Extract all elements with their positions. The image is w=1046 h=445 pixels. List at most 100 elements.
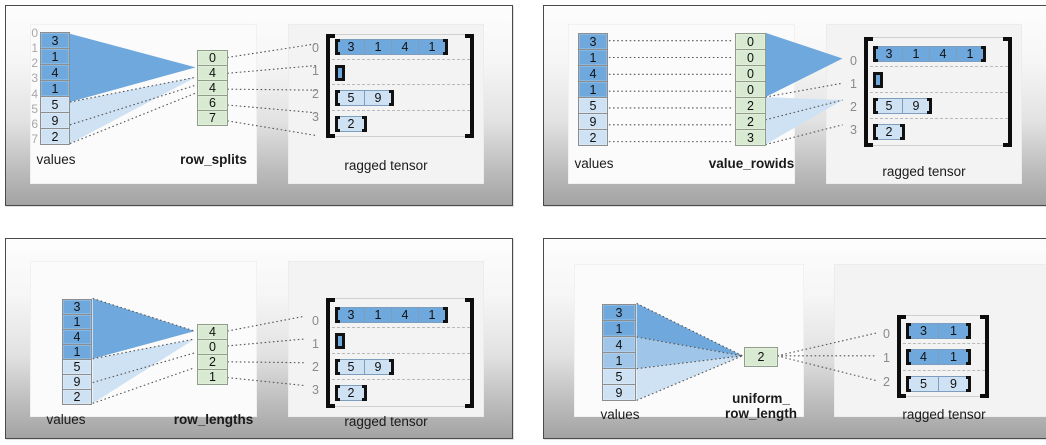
tensor-cell: 2: [337, 116, 365, 132]
value-rowids-cell: 0: [735, 81, 766, 98]
panel-value-rowids: 3 1 4 1 5 9 2 0 0 0 0 2 2 3 values value…: [543, 5, 1046, 206]
row-index-label: 2: [312, 359, 319, 374]
outer-bracket-left: [326, 298, 335, 408]
row-index-label: 1: [883, 351, 890, 365]
value-cell: 4: [578, 65, 608, 82]
values-label: values: [574, 156, 614, 171]
tensor-cell: 4: [929, 46, 957, 62]
row-index-label: 2: [312, 86, 319, 101]
uniform-row-length-label: uniform_ row_length: [724, 391, 797, 422]
value-cell: 1: [40, 48, 70, 65]
value-rowids-label: value_rowids: [708, 156, 795, 171]
row-splits-cell: 0: [197, 50, 228, 66]
row-lengths-cell: 0: [197, 339, 228, 355]
tensor-cell: 2: [875, 124, 903, 140]
tensor-cell: 1: [938, 323, 969, 339]
outer-bracket-right: [980, 315, 989, 398]
tick-label: 2: [31, 56, 38, 71]
tensor-cell: 9: [902, 98, 930, 114]
tensor-row-empty: [335, 333, 345, 349]
value-rowids-cell: 0: [735, 65, 766, 82]
row-index-label: 3: [850, 122, 857, 137]
value-cell: 1: [602, 320, 636, 337]
value-cell: 4: [40, 64, 70, 81]
value-cell: 4: [62, 329, 92, 345]
tick-label: 5: [31, 101, 38, 116]
row-index-label: 1: [850, 76, 857, 91]
value-cell: 9: [578, 113, 608, 130]
tensor-cell: 5: [337, 90, 365, 106]
values-column: 3 1 4 1 5 9 2: [62, 299, 92, 405]
tensor-cell: 3: [337, 39, 365, 55]
row-lengths-column: 4 0 2 1: [197, 324, 228, 385]
value-cell: 2: [40, 128, 70, 145]
value-cell: 1: [602, 352, 636, 369]
tensor-row: 5 9: [335, 359, 394, 375]
tensor-cell: 9: [364, 359, 392, 375]
row-index-label: 0: [312, 313, 319, 328]
tensor-row: 3 1 4 1: [335, 39, 448, 55]
tensor-cell: 5: [875, 98, 903, 114]
tensor-cell: 5: [908, 376, 939, 392]
tensor-row: 5 9: [906, 376, 971, 392]
tensor-cell: 4: [391, 307, 419, 323]
row-index-label: 3: [312, 382, 319, 397]
tensor-row: 3 1: [906, 323, 971, 339]
values-column: 3 1 4 1 5 9 2: [578, 33, 608, 146]
row-splits-cell: 4: [197, 65, 228, 81]
uniform-row-length-cell: 2: [744, 347, 778, 367]
tick-label: 3: [31, 71, 38, 86]
tensor-cell: 1: [364, 39, 392, 55]
value-cell: 2: [578, 129, 608, 146]
tensor-row: 5 9: [873, 98, 932, 114]
value-rowids-cell: 2: [735, 113, 766, 130]
values-column: 3 1 4 1 5 9: [602, 304, 636, 401]
value-cell: 1: [578, 49, 608, 66]
value-rowids-cell: 3: [735, 129, 766, 146]
value-cell: 4: [602, 336, 636, 353]
row-splits-cell: 4: [197, 80, 228, 96]
tensor-row: 5 9: [335, 90, 394, 106]
row-lengths-cell: 2: [197, 354, 228, 370]
row-splits-cell: 7: [197, 110, 228, 126]
values-column: 3 1 4 1 5 9 2: [40, 32, 70, 145]
tensor-row-indices: 0 1 2 3: [844, 49, 857, 141]
value-rowids-cell: 0: [735, 49, 766, 66]
value-cell: 3: [602, 304, 636, 321]
tensor-cell: 9: [938, 376, 969, 392]
values-index-ticks: 0 1 2 3 4 5 6 7: [24, 27, 38, 145]
tick-label: 7: [31, 131, 38, 146]
value-cell: 1: [40, 80, 70, 97]
tensor-cell: 4: [908, 349, 939, 365]
row-index-label: 2: [883, 375, 890, 389]
ragged-tensor: 3 1 4 1 5 9: [897, 315, 989, 398]
tensor-row: 3 1 4 1: [873, 46, 986, 62]
outer-bracket-left: [326, 34, 335, 138]
row-lengths-cell: 4: [197, 324, 228, 340]
ragged-tensor-box: [288, 261, 484, 417]
value-rowids-column: 0 0 0 0 2 2 3: [735, 33, 766, 146]
tick-label: 1: [31, 41, 38, 56]
tensor-row: 2: [335, 116, 367, 132]
uniform-row-length-column: 2: [744, 347, 778, 367]
row-index-label: 0: [312, 40, 319, 55]
ragged-tensor: 3 1 4 1 5 9: [326, 34, 474, 138]
tensor-row: 3 1 4 1: [335, 307, 448, 323]
tensor-row-indices: 0 1 2: [877, 322, 890, 394]
row-index-label: 2: [850, 99, 857, 114]
value-cell: 5: [40, 96, 70, 113]
values-label: values: [36, 152, 76, 167]
tensor-cell: 2: [337, 385, 365, 401]
value-cell: 5: [602, 368, 636, 385]
tensor-row: 4 1: [906, 349, 971, 365]
ragged-tensor-label: ragged tensor: [902, 407, 986, 422]
tensor-row-empty: [335, 65, 345, 81]
value-rowids-cell: 2: [735, 97, 766, 114]
values-label: values: [600, 407, 640, 422]
tensor-row-indices: 0 1 2 3: [306, 309, 319, 401]
row-index-label: 3: [312, 109, 319, 124]
tensor-cell: 1: [956, 46, 984, 62]
ragged-tensor-label: ragged tensor: [882, 164, 966, 179]
tensor-cell: 3: [908, 323, 939, 339]
